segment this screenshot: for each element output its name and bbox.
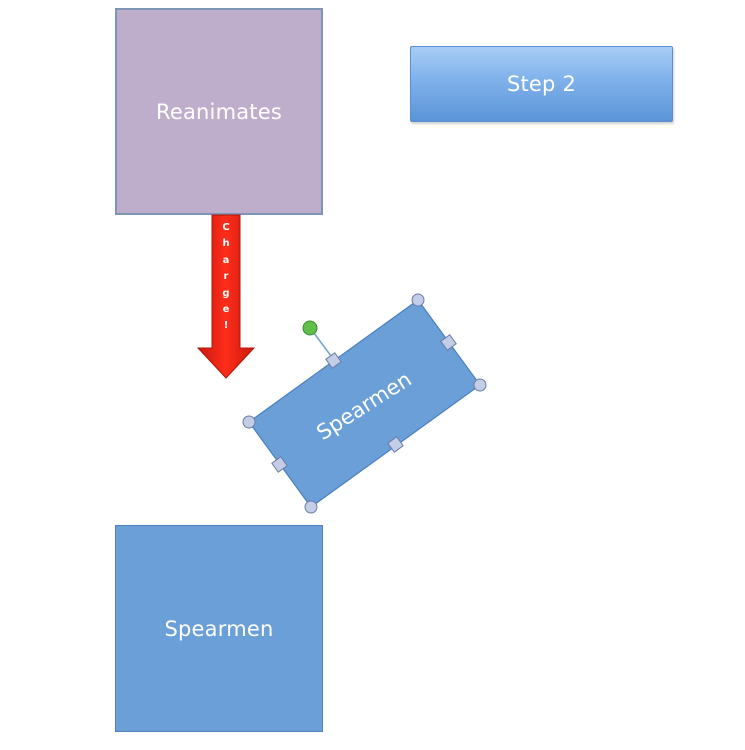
resize-handle-corner[interactable] <box>473 378 487 392</box>
charge-letter: r <box>223 271 229 283</box>
step-2-box[interactable]: Step 2 <box>410 46 673 122</box>
resize-handle-corner[interactable] <box>411 293 425 307</box>
step-2-label: Step 2 <box>506 72 577 96</box>
charge-letter: ! <box>223 320 229 332</box>
spearmen-rotated-label: Spearmen <box>312 367 416 445</box>
charge-letter: e <box>222 303 230 315</box>
charge-letter: C <box>222 222 230 233</box>
spearmen-rotated-label-wrap: Spearmen <box>301 356 427 456</box>
spearmen-rotated-box[interactable] <box>248 299 481 508</box>
spearmen-bottom-label: Spearmen <box>164 616 274 641</box>
reanimates-box[interactable]: Reanimates <box>115 8 323 215</box>
rotation-connector <box>310 328 335 361</box>
resize-handle-corner[interactable] <box>304 500 318 514</box>
charge-arrow[interactable] <box>196 214 256 380</box>
resize-handle-edge[interactable] <box>387 436 404 453</box>
charge-arrow-shape <box>196 214 256 379</box>
spearmen-bottom-box[interactable]: Spearmen <box>115 525 323 732</box>
charge-letter: a <box>222 254 230 266</box>
charge-letter: h <box>222 238 230 250</box>
resize-handle-edge[interactable] <box>440 334 457 351</box>
rotate-handle[interactable] <box>302 320 318 336</box>
reanimates-label: Reanimates <box>155 99 282 124</box>
resize-handle-edge[interactable] <box>325 352 342 369</box>
resize-handle-corner[interactable] <box>242 415 256 429</box>
charge-letter: g <box>222 287 230 299</box>
resize-handle-edge[interactable] <box>271 456 288 473</box>
